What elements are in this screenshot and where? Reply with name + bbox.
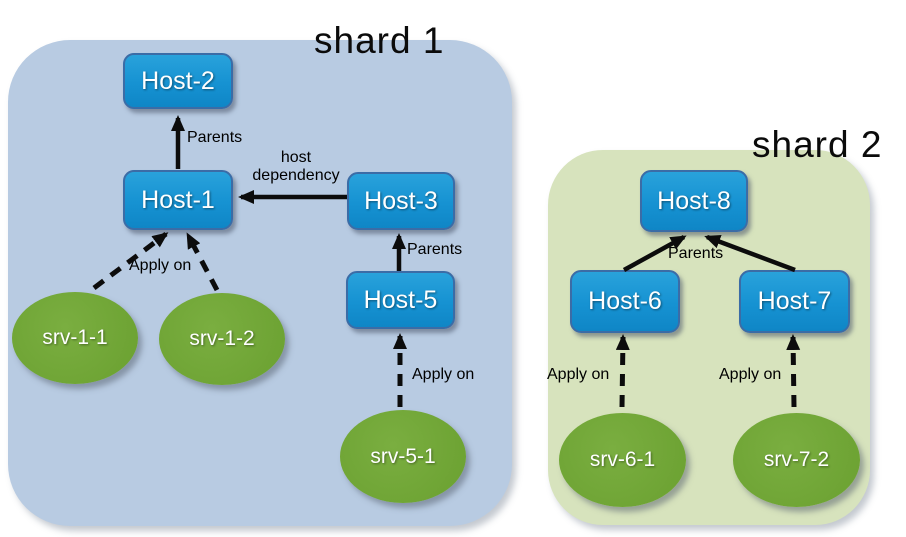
node-host-3: Host-3 bbox=[347, 172, 455, 230]
edge-label-applyon-srv72: Apply on bbox=[719, 366, 782, 383]
edge-label-parents-shard2: Parents bbox=[668, 245, 724, 262]
node-host-5: Host-5 bbox=[346, 271, 455, 329]
edge-label-applyon-srv61: Apply on bbox=[547, 366, 610, 383]
node-host-8: Host-8 bbox=[640, 170, 748, 232]
node-srv-1-1: srv-1-1 bbox=[12, 292, 138, 384]
node-host-1: Host-1 bbox=[123, 170, 233, 230]
node-srv-6-1: srv-6-1 bbox=[559, 413, 686, 507]
node-srv-1-2: srv-1-2 bbox=[159, 293, 285, 385]
edge-label-applyon-srv51: Apply on bbox=[412, 366, 475, 383]
node-host-7: Host-7 bbox=[739, 270, 850, 333]
edge-label-parents-host5-host3: Parents bbox=[407, 241, 463, 258]
edge-label-parents-host1-host2: Parents bbox=[187, 129, 243, 146]
node-host-2: Host-2 bbox=[123, 53, 233, 109]
node-srv-7-2: srv-7-2 bbox=[733, 413, 860, 507]
node-host-6: Host-6 bbox=[570, 270, 680, 333]
edge-label-host-dependency: host dependency bbox=[252, 149, 340, 184]
shard-2-title: shard 2 bbox=[752, 124, 883, 165]
shard-1-title: shard 1 bbox=[314, 20, 445, 61]
edge-label-applyon-srv1: Apply on bbox=[129, 257, 192, 274]
node-srv-5-1: srv-5-1 bbox=[340, 410, 466, 503]
